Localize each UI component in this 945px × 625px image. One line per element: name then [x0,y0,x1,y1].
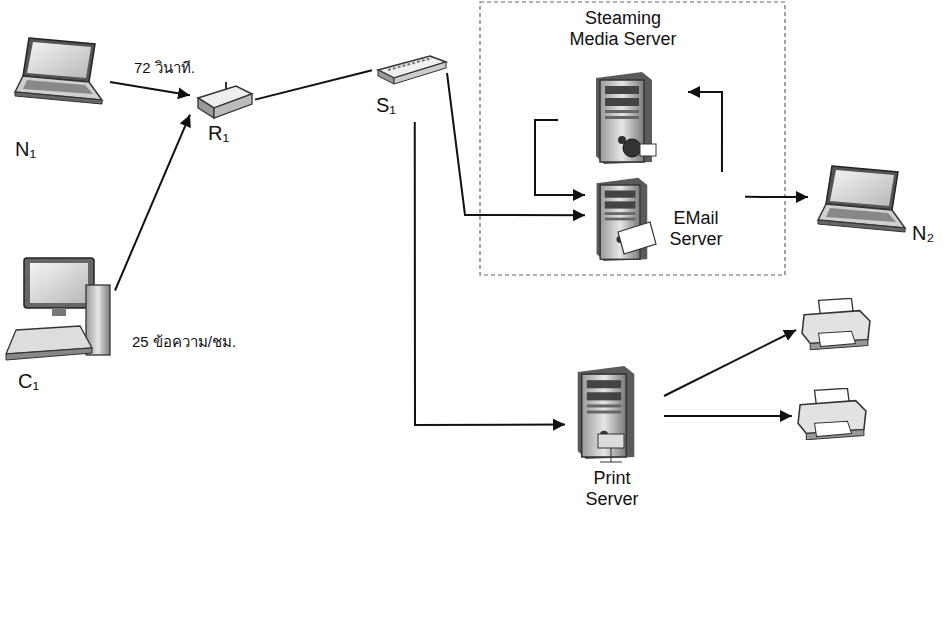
envelope-badge [618,222,656,254]
media-badge [623,139,656,157]
connector-arrow [447,73,585,215]
edge-label: 72 วินาที. [132,56,197,80]
server-node: Steaming Media Server [558,8,688,168]
node-label: C₁ [18,370,58,393]
node-label: Steaming Media Server [563,8,683,49]
node-label: EMail Server [661,208,731,249]
desktop-pc-icon [6,258,110,360]
connector-arrow [415,122,565,425]
printer-icon [802,298,870,349]
printer-icon [798,388,866,439]
node-label: Print Server [567,468,657,509]
server-group-frame [480,2,785,275]
node-label: N₁ [15,138,55,161]
node-label: S₁ [376,94,406,117]
node-label: N₂ [912,222,938,245]
laptop-icon [818,166,905,232]
computer-node: C₁ [10,250,115,400]
laptop-icon [15,38,102,104]
connector-arrow [115,115,190,291]
edge-label: 25 ข้อความ/ชม. [130,330,238,354]
router-icon [198,82,252,118]
connector-arrow [688,92,722,172]
print-job-arrow [664,330,796,396]
node-label: R₁ [208,122,248,145]
connector-arrow [255,70,372,99]
switch-node: S₁ [372,52,447,122]
router-node: R₁ [190,78,255,150]
switch-icon [378,56,446,84]
server-node: Print Server [565,360,660,530]
connector-arrow [110,82,190,95]
server-node: EMail Server [585,172,745,264]
laptop-node: N₁ [5,30,110,165]
connector-arrow [745,196,808,198]
connector-arrow [535,120,585,195]
print-job-arrow [664,415,792,417]
print-server-icon [578,366,635,459]
printer-badge [598,434,624,462]
laptop-node: N₂ [808,160,940,255]
